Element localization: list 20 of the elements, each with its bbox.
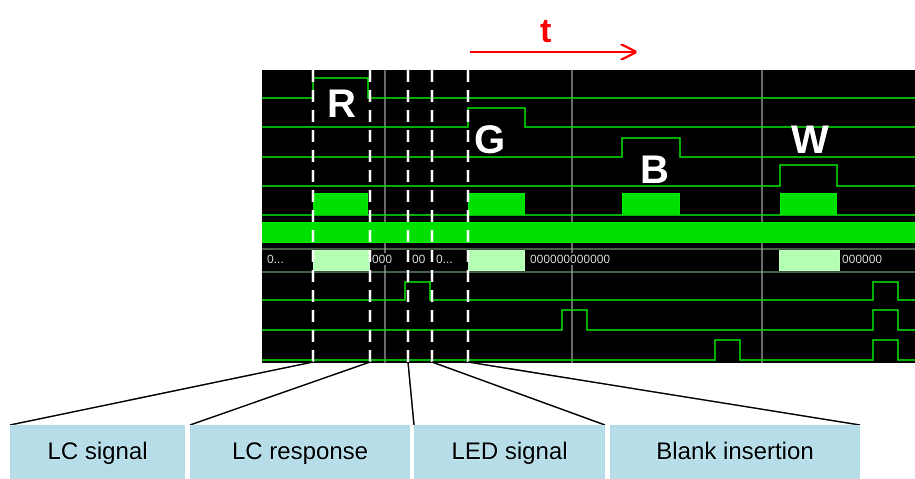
label-box: Blank insertion	[610, 425, 860, 479]
leader-line	[407, 362, 415, 426]
color-letter: R	[327, 84, 356, 124]
leader-line	[468, 361, 860, 426]
bus-value: 00	[412, 253, 426, 265]
leader-line	[10, 361, 314, 426]
color-letter: W	[791, 120, 829, 160]
bus-value: 000	[372, 253, 392, 265]
bus-value: 0...	[267, 253, 284, 265]
bus-value: 0...	[436, 253, 453, 265]
label-box: LC signal	[10, 425, 185, 479]
leader-line	[190, 361, 370, 426]
color-letter: G	[474, 120, 506, 160]
time-label: t	[540, 11, 552, 52]
bus-value: 000000000000	[530, 253, 610, 265]
leader-line	[432, 361, 606, 426]
label-box: LC response	[190, 425, 410, 479]
color-letter: B	[640, 150, 669, 190]
bus-value: 000000	[842, 253, 882, 265]
label-box: LED signal	[414, 425, 605, 479]
